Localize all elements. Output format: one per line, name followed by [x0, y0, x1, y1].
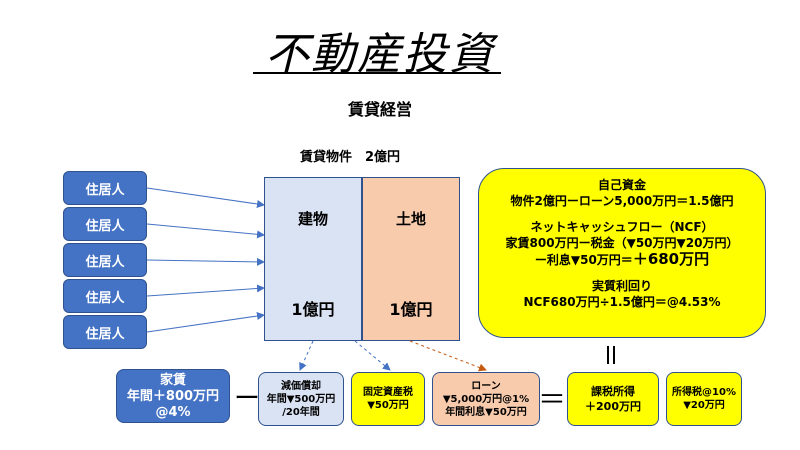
resident-box-2: 住居人: [63, 207, 147, 241]
ncf-line-1: 家賃800万円ー税金（▼50万円▼20万円）: [505, 236, 739, 250]
minus-operator: ー: [234, 384, 261, 414]
depreciation-amount: 年間▼500万円: [266, 393, 336, 405]
land-name: 土地: [395, 210, 426, 228]
depreciation-box: 減価償却 年間▼500万円 /20年間: [258, 372, 344, 426]
yield-line: NCF680万円÷1.5億円＝@4.53%: [523, 295, 721, 309]
rent-label: 家賃: [159, 373, 186, 388]
resident-box-1: 住居人: [63, 171, 147, 205]
equity-line: 物件2億円ーローン5,000万円＝1.5億円: [510, 194, 734, 208]
vertical-equals-sign: [604, 346, 618, 364]
building-name: 建物: [297, 210, 328, 228]
resident-arrow-1: [146, 187, 265, 208]
fixed-asset-tax-box: 固定資産税 ▼50万円: [351, 372, 425, 426]
income-tax-label: 所得税@10%: [672, 387, 736, 398]
income-tax-amount: ▼20万円: [683, 400, 725, 411]
taxable-income-box: 課税所得 ＋200万円: [567, 372, 659, 426]
equals-operator: ＝: [538, 383, 567, 416]
title-underline: [253, 72, 501, 74]
equity-heading: 自己資金: [597, 178, 646, 192]
land-value: 1億円: [389, 300, 433, 319]
ncf-line-2: ー利息▼50万円＝＋680万円: [479, 251, 765, 268]
ncf-line-2-prefix: ー利息▼50万円＝: [534, 253, 633, 267]
property-label: 賃貸物件 2億円: [300, 150, 401, 165]
land-box: 土地 1億円: [362, 177, 460, 341]
depreciation-period: /20年間: [282, 406, 320, 418]
ncf-heading: ネットキャッシュフロー（NCF）: [530, 220, 714, 234]
depreciation-label: 減価償却: [281, 380, 321, 392]
rent-amount: 年間＋800万円: [126, 389, 220, 404]
resident-arrow-3: [146, 257, 265, 266]
fixed-asset-tax-amount: ▼50万円: [367, 400, 409, 411]
loan-interest: 年間利息▼50万円: [445, 406, 527, 418]
rent-rate: @4%: [155, 405, 191, 420]
rent-box: 家賃 年間＋800万円 @4%: [116, 369, 230, 423]
land-to-loan-arrow: [409, 340, 487, 372]
loan-amount: ▼5,000万円@1%: [442, 393, 530, 405]
page-title: 不動産投資: [265, 29, 495, 80]
subtitle: 賃貸経営: [347, 100, 412, 119]
loan-label: ローン: [471, 380, 501, 392]
equity-summary-box: 自己資金 物件2億円ーローン5,000万円＝1.5億円 ネットキャッシュフロー（…: [478, 168, 766, 338]
resident-box-3: 住居人: [63, 243, 147, 277]
taxable-income-label: 課税所得: [591, 385, 635, 398]
resident-arrow-4: [146, 284, 265, 297]
building-to-depreciation-arrow: [299, 340, 314, 371]
building-value: 1億円: [291, 300, 335, 319]
income-tax-box: 所得税@10% ▼20万円: [666, 372, 742, 426]
resident-arrow-5: [146, 312, 265, 333]
building-to-fixed-tax-arrow: [354, 340, 391, 371]
ncf-value: ＋680万円: [632, 250, 710, 268]
resident-arrow-2: [146, 223, 265, 239]
resident-box-4: 住居人: [63, 279, 147, 313]
loan-box: ローン ▼5,000万円@1% 年間利息▼50万円: [432, 372, 540, 426]
yield-heading: 実質利回り: [591, 279, 652, 293]
fixed-asset-tax-label: 固定資産税: [363, 387, 413, 398]
taxable-income-amount: ＋200万円: [585, 400, 641, 413]
resident-box-5: 住居人: [63, 315, 147, 349]
